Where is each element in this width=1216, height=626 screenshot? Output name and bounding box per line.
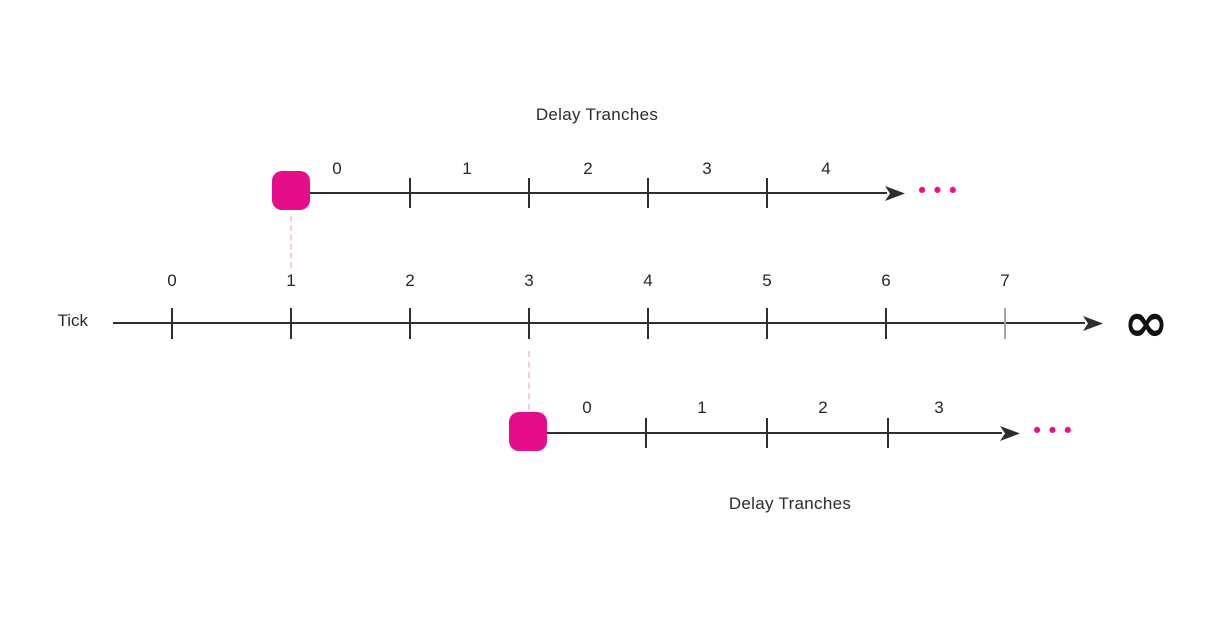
- tick-axis-tick-label: 6: [881, 271, 891, 290]
- top-tranche-tick: [766, 178, 768, 208]
- bottom-dashed-connector: [528, 351, 530, 410]
- top-tranche-tick-label: 4: [821, 159, 831, 178]
- tick-axis-tick: [766, 308, 768, 339]
- bottom-tranche-tick-label: 3: [934, 398, 944, 417]
- bottom-tranche-tick-label: 1: [697, 398, 707, 417]
- top-dashed-connector: [290, 216, 292, 268]
- top-tranche-start-marker: [272, 171, 310, 210]
- bottom-tranche-tick-label: 2: [818, 398, 828, 417]
- bottom-tranche-start-marker: [509, 412, 547, 451]
- top-tranche-tick: [647, 178, 649, 208]
- arrow-right-icon: [1000, 426, 1020, 441]
- bottom-tranche-axis-line: [547, 432, 1002, 434]
- tick-axis-tick: [171, 308, 173, 339]
- bottom-delay-tranches-title: Delay Tranches: [728, 494, 852, 513]
- tick-axis-tick-label: 4: [643, 271, 653, 290]
- tick-axis-tick-label: 1: [286, 271, 296, 290]
- tick-axis-line: [113, 322, 1085, 324]
- top-tranche-tick: [409, 178, 411, 208]
- tick-axis-tick: [528, 308, 530, 339]
- tick-axis-tick: [647, 308, 649, 339]
- top-delay-tranches-title: Delay Tranches: [535, 105, 659, 124]
- bottom-tranche-tick: [887, 418, 889, 448]
- top-tranche-axis-line: [310, 192, 887, 194]
- top-tranche-tick-label: 0: [332, 159, 342, 178]
- top-tranche-tick: [528, 178, 530, 208]
- tick-axis-tick: [290, 308, 292, 339]
- bottom-tranche-tick: [766, 418, 768, 448]
- arrow-right-icon: [885, 186, 905, 201]
- top-tranche-tick-label: 3: [702, 159, 712, 178]
- bottom-ellipsis-dots: •••: [1030, 419, 1078, 443]
- bottom-tranche-tick: [645, 418, 647, 448]
- top-ellipsis-dots: •••: [915, 179, 963, 203]
- tick-axis-tick: [409, 308, 411, 339]
- tick-axis-tick-muted: [1004, 308, 1006, 339]
- tick-axis-tick-label: 3: [524, 271, 534, 290]
- tick-axis-tick-label: 5: [762, 271, 772, 290]
- arrow-right-icon: [1083, 316, 1103, 331]
- tick-axis-tick-label: 2: [405, 271, 415, 290]
- tick-axis-tick-label: 0: [167, 271, 177, 290]
- tick-axis-tick: [885, 308, 887, 339]
- tick-axis-label: Tick: [57, 311, 88, 330]
- infinity-symbol: ∞: [1123, 290, 1169, 354]
- tick-axis-tick-label: 7: [1000, 271, 1010, 290]
- top-tranche-tick-label: 1: [462, 159, 472, 178]
- top-tranche-tick-label: 2: [583, 159, 593, 178]
- bottom-tranche-tick-label: 0: [582, 398, 592, 417]
